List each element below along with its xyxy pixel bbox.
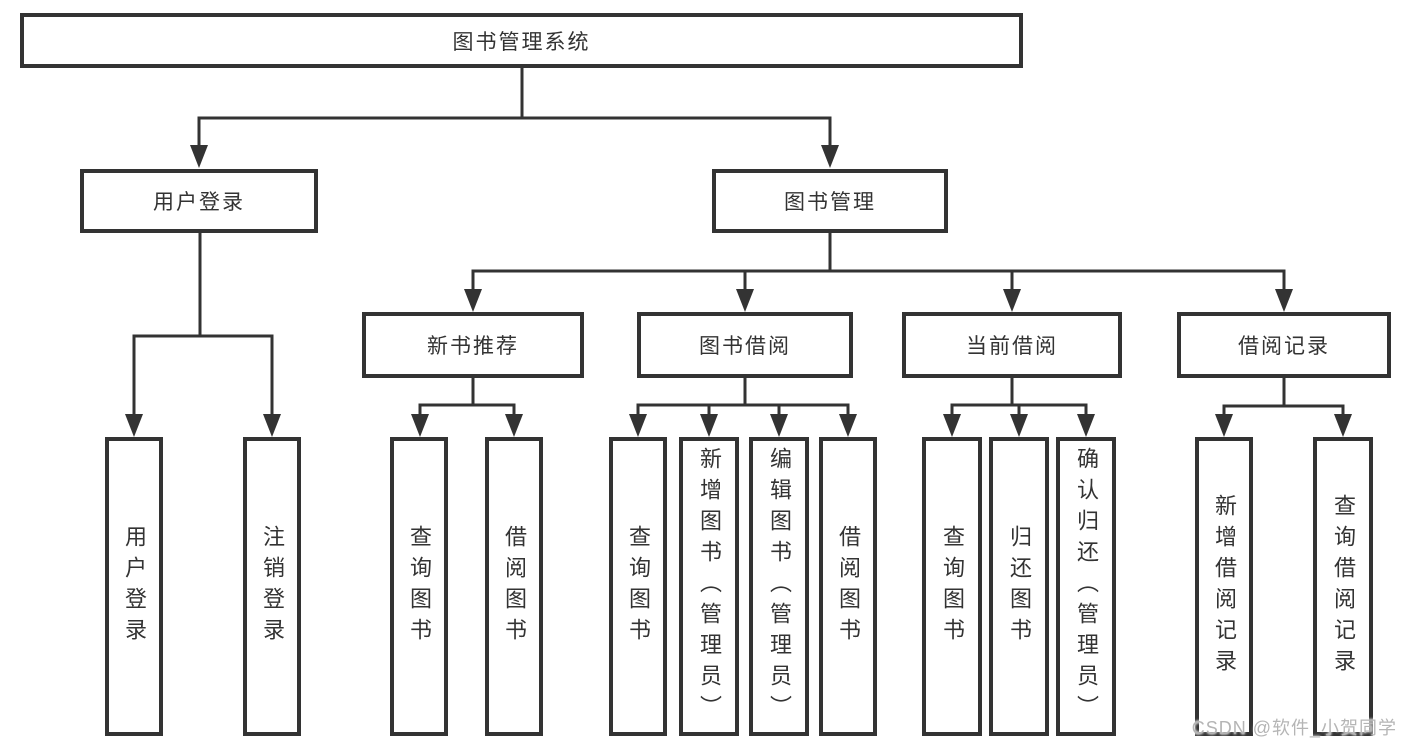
leaf-return-book: 归还图书 [989,437,1049,736]
arrowhead [1010,414,1028,437]
node-root-library-system: 图书管理系统 [20,13,1023,68]
arrowhead [190,145,208,168]
leaf-logout: 注销登录 [243,437,301,736]
leaf-user-login: 用户登录 [105,437,163,736]
arrowhead [736,289,754,312]
arrowhead [700,414,718,437]
leaf-borrow-books-recommend: 借阅图书 [485,437,543,736]
edge-lines [132,68,1345,416]
arrowhead [1334,414,1352,437]
leaf-add-book-admin: 新增图书（管理员） [679,437,739,736]
leaf-query-books-current: 查询图书 [922,437,982,736]
arrowhead [505,414,523,437]
node-user-login: 用户登录 [80,169,318,233]
leaf-query-borrow-record: 查询借阅记录 [1313,437,1373,736]
node-book-management: 图书管理 [712,169,948,233]
arrowhead [1215,414,1233,437]
leaf-edit-book-admin: 编辑图书（管理员） [749,437,809,736]
arrowheads [125,145,1352,437]
arrowhead [125,414,143,437]
tree-edges [125,68,1352,437]
leaf-add-borrow-record: 新增借阅记录 [1195,437,1253,736]
arrowhead [821,145,839,168]
node-current-borrow: 当前借阅 [902,312,1122,378]
leaf-confirm-return-admin: 确认归还（管理员） [1056,437,1116,736]
arrowhead [770,414,788,437]
node-book-borrow: 图书借阅 [637,312,853,378]
arrowhead [411,414,429,437]
leaf-query-books-recommend: 查询图书 [390,437,448,736]
arrowhead [839,414,857,437]
node-new-book-recommend: 新书推荐 [362,312,584,378]
arrowhead [1275,289,1293,312]
leaf-query-books-borrow: 查询图书 [609,437,667,736]
leaf-borrow-books-borrow: 借阅图书 [819,437,877,736]
arrowhead [1077,414,1095,437]
arrowhead [629,414,647,437]
arrowhead [263,414,281,437]
csdn-watermark: CSDN @软件_小贺同学 [1191,718,1397,738]
node-borrow-records: 借阅记录 [1177,312,1391,378]
arrowhead [1003,289,1021,312]
arrowhead [943,414,961,437]
arrowhead [464,289,482,312]
